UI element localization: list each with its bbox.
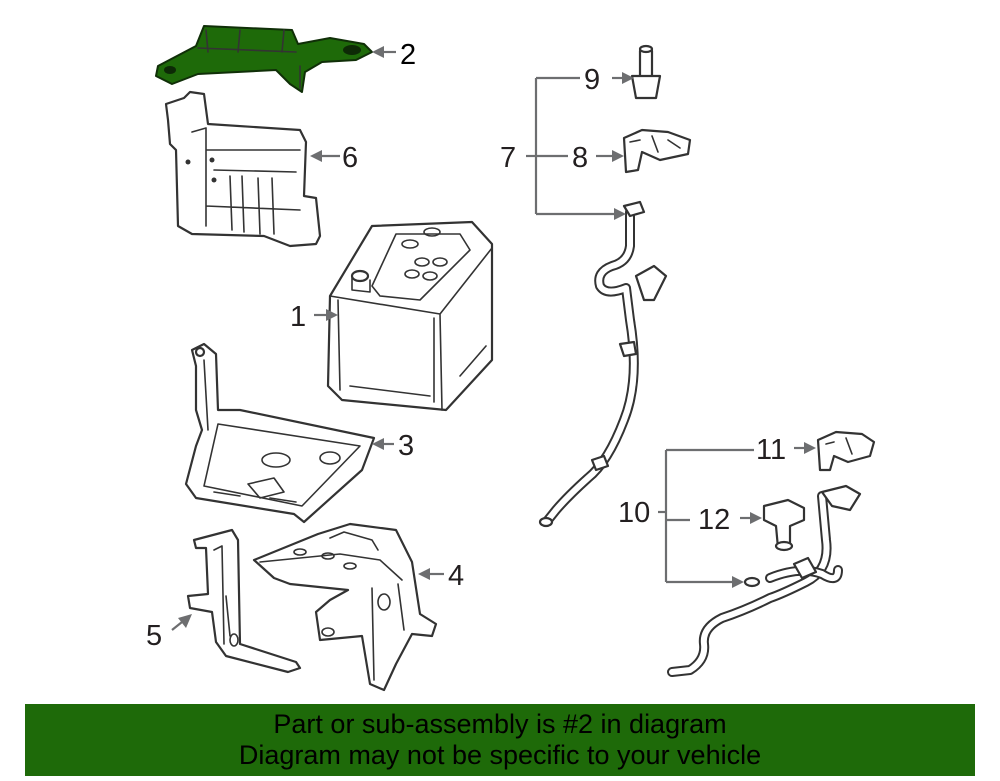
callout-12: 12 (698, 504, 730, 536)
part-10-negative-cable[interactable] (667, 484, 862, 677)
part-1-battery[interactable] (326, 220, 494, 412)
callout-7: 7 (500, 142, 516, 174)
banner-line-disclaimer: Diagram may not be specific to your vehi… (238, 740, 762, 770)
callout-10: 10 (618, 497, 650, 529)
callout-5: 5 (146, 620, 162, 652)
callout-1: 1 (290, 301, 306, 333)
callout-2: 2 (400, 39, 416, 71)
callout-8: 8 (572, 142, 588, 174)
callout-6: 6 (342, 142, 358, 174)
part-7-positive-cable[interactable] (538, 200, 668, 528)
callout-11: 11 (756, 434, 786, 466)
notice-banner: Part or sub-assembly is #2 in diagram Di… (25, 704, 975, 776)
part-2-hold-down-bracket[interactable] (155, 25, 373, 93)
callout-4: 4 (448, 560, 464, 592)
part-11-terminal-clamp[interactable] (816, 430, 876, 472)
callout-leaders (171, 46, 816, 631)
part-12-sensor[interactable] (762, 498, 806, 552)
part-3-battery-tray[interactable] (184, 342, 376, 524)
part-6-heat-shield[interactable] (164, 90, 322, 248)
part-4-tray-support[interactable] (252, 522, 438, 692)
banner-line-part-number: Part or sub-assembly is #2 in diagram (273, 709, 727, 739)
parts-diagram: 2 6 1 3 4 5 9 7 8 10 11 12 (146, 25, 876, 692)
part-5-bracket[interactable] (186, 528, 302, 674)
part-9-terminal-bolt[interactable] (630, 44, 662, 100)
callout-9: 9 (584, 64, 600, 96)
part-8-terminal-clamp[interactable] (622, 128, 692, 174)
callout-3: 3 (398, 430, 414, 462)
